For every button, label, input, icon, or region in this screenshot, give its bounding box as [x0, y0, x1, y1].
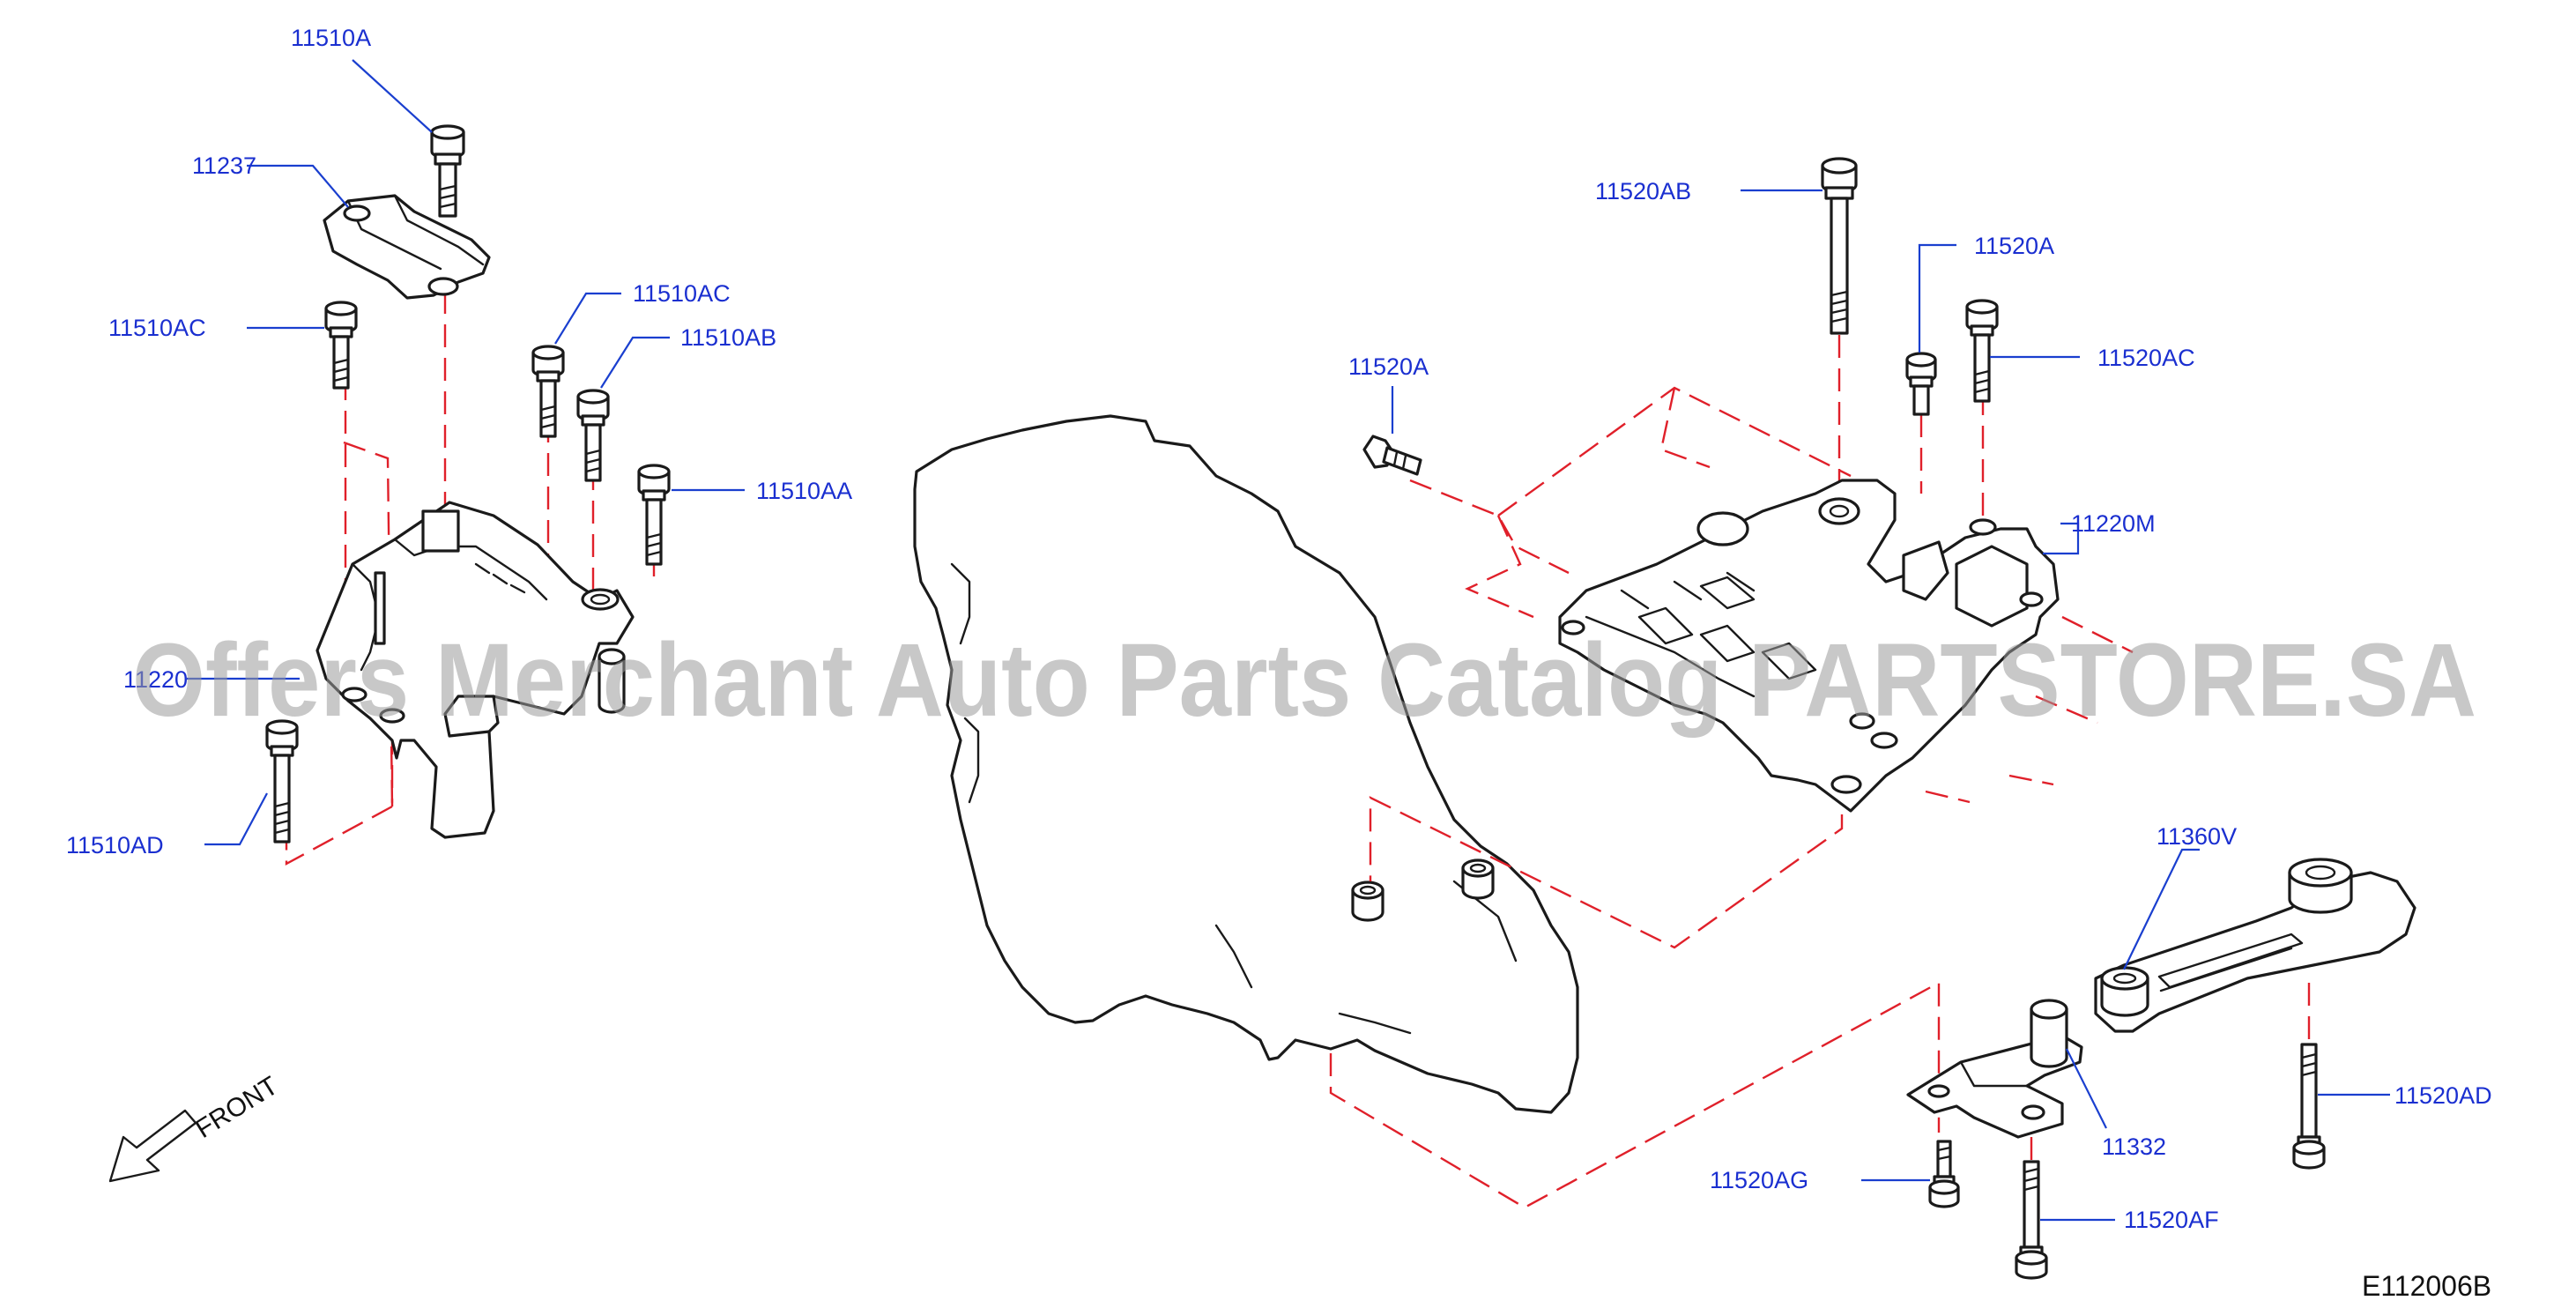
callout-11510AB: 11510AB	[680, 324, 776, 351]
front-label: FRONT	[190, 1071, 283, 1144]
callout-11510AC-middle: 11510AC	[633, 280, 731, 307]
bracket-11332[interactable]	[1906, 999, 2083, 1139]
callout-11510AC-left: 11510AC	[108, 315, 206, 341]
callout-11520A-right: 11520A	[1974, 233, 2054, 259]
bolt-11520AC[interactable]	[1965, 299, 1999, 403]
bracket-11237[interactable]	[323, 194, 491, 300]
callout-11237: 11237	[192, 152, 256, 179]
callout-11520AG: 11520AG	[1710, 1167, 1808, 1193]
bolt-11520AD[interactable]	[2292, 1043, 2326, 1170]
bolt-11510AA[interactable]	[637, 464, 671, 566]
bolt-11520AF[interactable]	[2015, 1160, 2048, 1280]
callout-11520A-left: 11520A	[1348, 353, 1429, 380]
mount-11220[interactable]	[316, 501, 635, 839]
bracket-11220M[interactable]	[1558, 479, 2060, 813]
callout-labels: 11510A 11237 11510AC 11510AC 11510AB 115…	[66, 25, 2492, 1233]
bolt-11510AC-middle[interactable]	[531, 345, 565, 438]
bolt-11520A-left[interactable]	[1362, 435, 1422, 476]
callout-11332: 11332	[2102, 1133, 2166, 1160]
callout-11520AD: 11520AD	[2394, 1082, 2492, 1109]
engine-mount-boss-1	[1351, 881, 1385, 922]
torque-rod-11360V[interactable]	[2094, 858, 2416, 1033]
bolt-11510AB[interactable]	[576, 389, 610, 482]
watermark-text: Offers Merchant Auto Parts Catalog PARTS…	[132, 622, 2476, 739]
engine-outline	[913, 414, 1579, 1114]
bolt-11520AG[interactable]	[1928, 1140, 1960, 1208]
callout-11360V: 11360V	[2157, 823, 2237, 850]
callout-11220: 11220	[123, 666, 188, 693]
bolt-11510A[interactable]	[430, 124, 465, 218]
front-arrow-icon	[108, 1109, 197, 1183]
callout-11520AC: 11520AC	[2097, 345, 2195, 371]
leader-lines	[187, 59, 2390, 1222]
engine-mount-boss-2	[1461, 858, 1495, 900]
bolt-11510AC-left[interactable]	[324, 301, 358, 390]
callout-11520AF: 11520AF	[2124, 1207, 2219, 1233]
bolt-11510AD[interactable]	[265, 719, 299, 844]
callout-11510AD: 11510AD	[66, 832, 164, 858]
diagram-code: E112006B	[2362, 1270, 2491, 1302]
bolt-11520A-right[interactable]	[1905, 352, 1937, 416]
callout-11520AB: 11520AB	[1595, 178, 1691, 204]
callout-11220M: 11220M	[2071, 510, 2156, 537]
callout-11510A: 11510A	[291, 25, 371, 51]
bolt-11520AB[interactable]	[1821, 157, 1858, 335]
callout-11510AA: 11510AA	[756, 478, 852, 504]
